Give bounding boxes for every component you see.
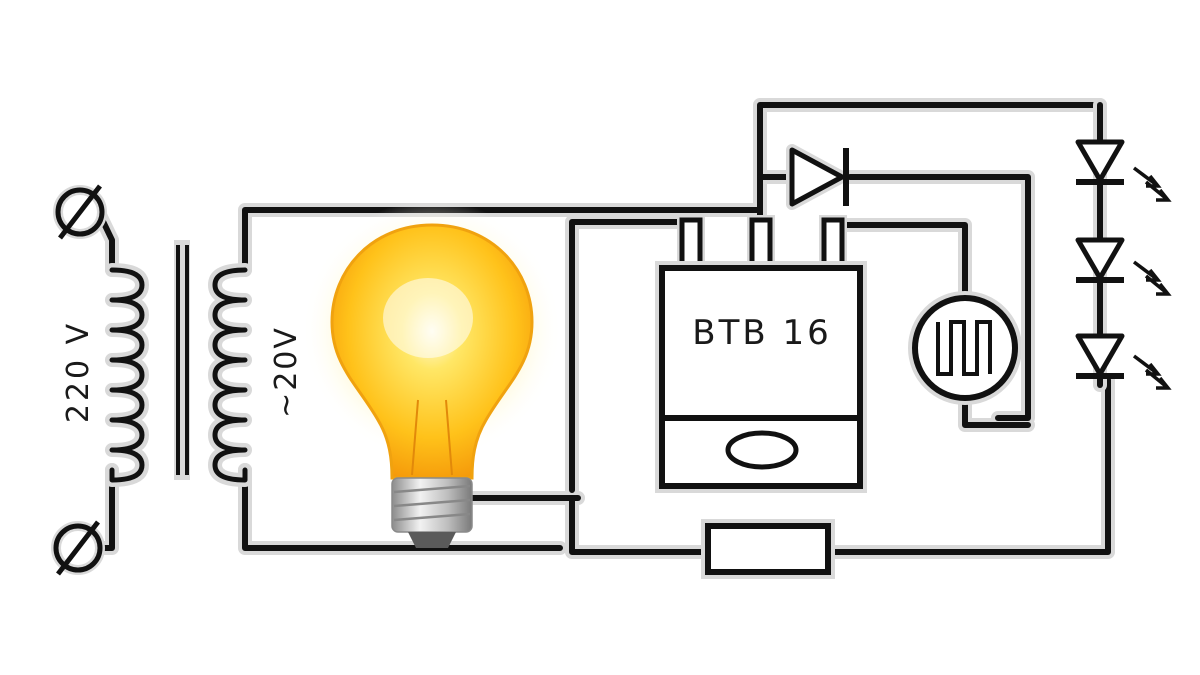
light-bulb-icon <box>302 200 562 548</box>
led-string <box>1075 98 1172 392</box>
led-icon <box>1075 333 1172 390</box>
terminal-icon <box>53 184 107 240</box>
led-icon <box>1075 139 1172 202</box>
photoresistor-icon <box>908 291 1022 405</box>
transformer-icon <box>105 240 252 487</box>
terminal-icon <box>51 520 105 576</box>
primary-voltage-label: 220 V <box>61 321 96 423</box>
secondary-voltage-label: ~20V <box>269 326 304 418</box>
diode-icon <box>786 144 849 210</box>
triac-package-icon <box>655 215 867 493</box>
led-icon <box>1075 237 1172 296</box>
resistor-icon <box>701 519 835 579</box>
triac-label: BTB 16 <box>692 313 832 353</box>
